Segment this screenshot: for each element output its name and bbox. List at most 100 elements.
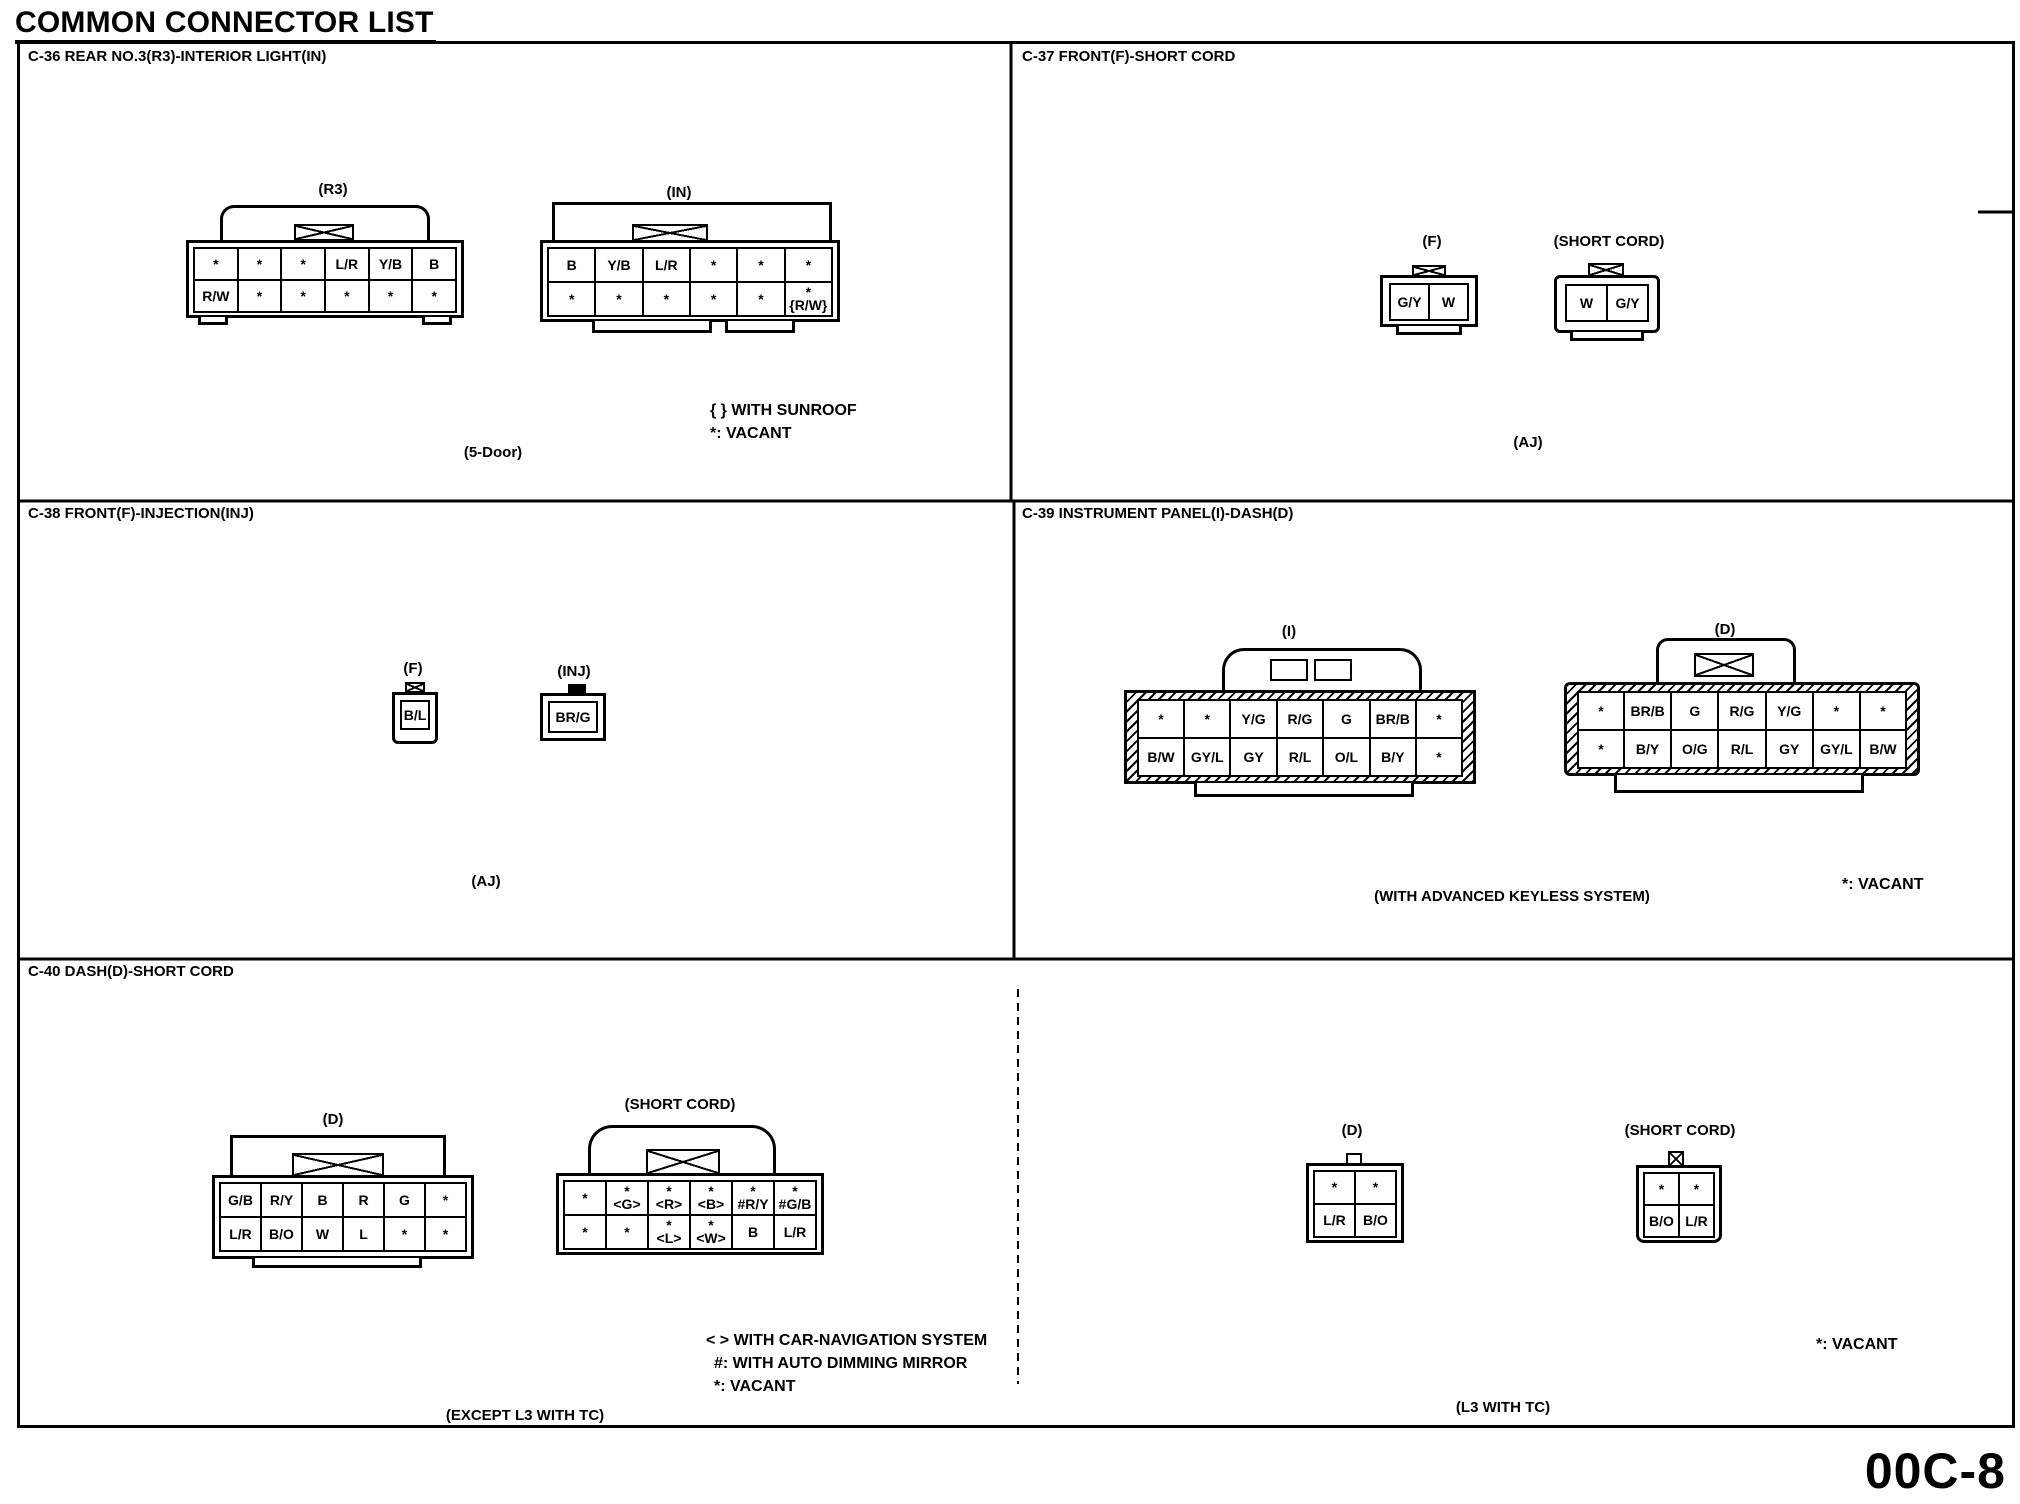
pin-cell: * <B>: [691, 1182, 733, 1216]
lock-mark-icon: [294, 224, 354, 241]
pin-cell: GY: [1766, 731, 1814, 769]
pin-cell: *: [596, 283, 644, 317]
pin-cell: GY: [1231, 739, 1278, 777]
pin-cell: *: [282, 249, 326, 281]
pin-cell: R/W: [195, 281, 239, 313]
pin-cell: R/L: [1719, 731, 1767, 769]
connector-label-short-cord: (SHORT CORD): [1553, 233, 1665, 250]
connector-foot: [1570, 332, 1644, 341]
pin-cell: * {R/W}: [785, 283, 833, 317]
pin-cell: L/R: [221, 1218, 262, 1252]
connector-label-in: (IN): [666, 184, 692, 201]
panel-dividers: [20, 44, 2012, 1384]
page-number: 00C-8: [1864, 1443, 2006, 1499]
pin-cell: L/R: [643, 249, 691, 283]
pin-cell: G: [1324, 701, 1371, 739]
panel-caption-l3: (L3 WITH TC): [1455, 1399, 1551, 1416]
connector-label-d: (D): [322, 1111, 344, 1128]
pin-cell: B/O: [1645, 1206, 1680, 1238]
pin-cell: G: [1672, 693, 1720, 731]
pin-cell: R/L: [1277, 739, 1325, 777]
pin-cell: B: [549, 249, 597, 283]
panel-c39: C-39 INSTRUMENT PANEL(I)-DASH(D) (I) (D)…: [1014, 501, 2012, 959]
lock-mark-icon: [292, 1153, 384, 1177]
pin-cell: *: [1356, 1172, 1397, 1205]
pin-cell: *: [413, 281, 457, 313]
note-auto-dimming: #: WITH AUTO DIMMING MIRROR: [714, 1355, 968, 1372]
pin-cell: B/Y: [1625, 731, 1673, 769]
pin-cell: B/O: [262, 1218, 303, 1252]
note-sunroof: { } WITH SUNROOF: [710, 402, 857, 419]
pin-cell: *: [690, 283, 739, 317]
pin-cell: *: [369, 281, 414, 313]
pin-cell: *: [238, 281, 283, 313]
connector-label-f: (F): [1422, 233, 1442, 250]
connector-label-i: (I): [1281, 623, 1297, 640]
pin-cell: G: [385, 1184, 426, 1218]
pin-cell: *: [690, 249, 739, 283]
panel-c37: C-37 FRONT(F)-SHORT CORD (F) (SHORT CORD…: [1014, 44, 2012, 501]
note-vacant: *: VACANT: [710, 425, 792, 442]
connector-label-f: (F): [403, 660, 423, 677]
pin-cell: BR/B: [1370, 701, 1417, 739]
pin-cell: *: [326, 281, 370, 313]
pin-cell: BR/G: [550, 703, 598, 733]
pin-cell: Y/B: [369, 249, 414, 281]
pin-cell: *: [426, 1218, 467, 1252]
panel-title: C-38 FRONT(F)-INJECTION(INJ): [28, 505, 254, 522]
panel-title: C-40 DASH(D)-SHORT CORD: [28, 963, 234, 980]
pin-cell: *: [385, 1218, 426, 1252]
pin-cell: *: [785, 249, 833, 283]
panel-title: C-37 FRONT(F)-SHORT CORD: [1022, 48, 1236, 65]
pin-cell: *: [1417, 701, 1463, 739]
connector-foot: [198, 317, 228, 325]
pin-cell: Y/G: [1231, 701, 1278, 739]
panel-title: C-36 REAR NO.3(R3)-INTERIOR LIGHT(IN): [28, 48, 327, 65]
pin-cell: * <G>: [607, 1182, 649, 1216]
pin-cell: G/Y: [1608, 286, 1649, 322]
pin-cell: *: [1417, 739, 1463, 777]
pin-cell: Y/B: [596, 249, 644, 283]
connector-latch: [1222, 648, 1422, 692]
pin-cell: L: [344, 1218, 385, 1252]
pin-cell: W: [303, 1218, 344, 1252]
pin-cell: *: [195, 249, 239, 281]
pin-cell: *: [643, 283, 691, 317]
pin-cell: * <R>: [649, 1182, 691, 1216]
pin-cell: * #G/B: [775, 1182, 817, 1216]
pin-cell: W: [1430, 285, 1469, 321]
connector-foot: [1194, 783, 1414, 797]
connector-foot: [422, 317, 452, 325]
latch-window: [1314, 659, 1352, 681]
connector-foot: [1614, 775, 1864, 793]
pin-cell: B/L: [400, 700, 430, 730]
panel-caption: (AJ): [471, 873, 501, 890]
note-vacant-l3: *: VACANT: [1816, 1336, 1898, 1353]
connector-list-frame: C-36 REAR NO.3(R3)-INTERIOR LIGHT(IN) (R…: [17, 41, 2015, 1428]
pin-grid: B/L: [400, 700, 430, 730]
panel-c36: C-36 REAR NO.3(R3)-INTERIOR LIGHT(IN) (R…: [20, 44, 1011, 501]
pin-cell: Y/G: [1766, 693, 1814, 731]
pin-cell: G/B: [221, 1184, 262, 1218]
pin-cell: O/L: [1324, 739, 1371, 777]
connector-label-d-l3: (D): [1341, 1122, 1363, 1139]
pin-cell: *: [607, 1216, 649, 1250]
pin-cell: *: [1315, 1172, 1356, 1205]
pin-cell: B/Y: [1370, 739, 1417, 777]
lock-mark-icon: [1694, 653, 1754, 677]
pin-cell: R/Y: [262, 1184, 303, 1218]
connector-foot: [1396, 326, 1462, 335]
pin-cell: *: [282, 281, 326, 313]
